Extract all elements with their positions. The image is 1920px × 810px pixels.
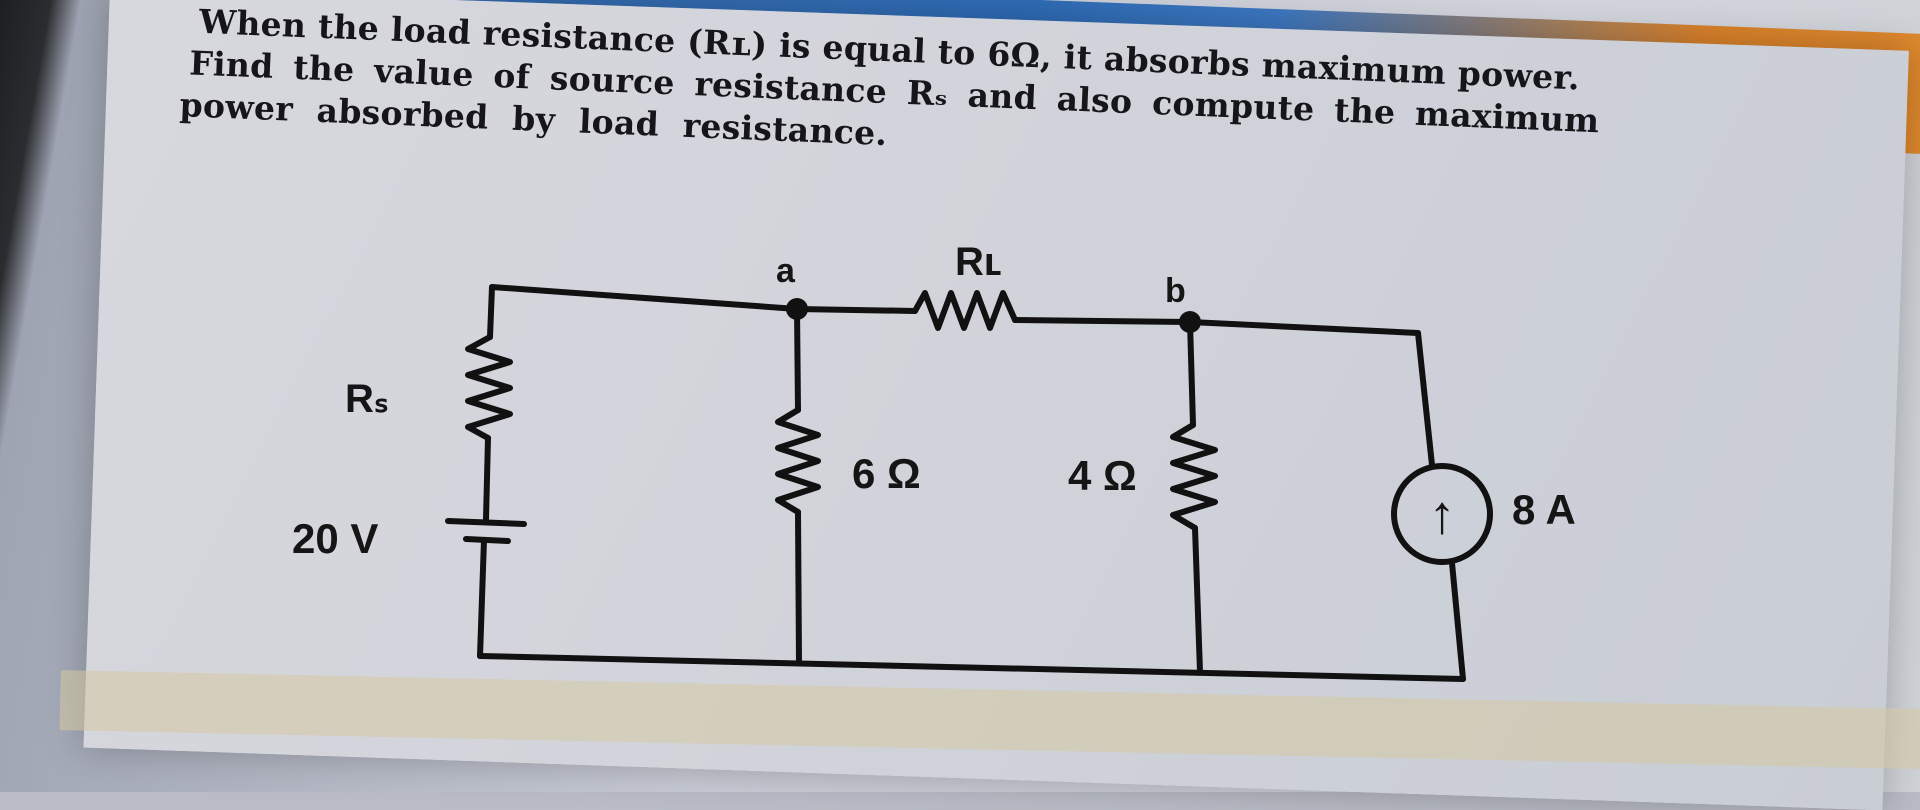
wire-right-top	[1415, 330, 1435, 468]
wire-rl-to-b	[1012, 317, 1193, 325]
label-voltage-source: 20 V	[292, 515, 378, 562]
wire-battery-to-bottom	[477, 537, 487, 659]
current-source-circle	[1391, 463, 1493, 565]
label-resistor-4ohm: 4 Ω	[1068, 452, 1137, 499]
wire-right-bottom	[1449, 560, 1466, 682]
wire-6ohm-top	[794, 306, 801, 413]
current-source-arrow-icon: ↑	[1429, 485, 1456, 545]
wire-4ohm-top	[1187, 319, 1196, 428]
resistor-6ohm	[775, 407, 821, 515]
node-a-dot	[786, 298, 808, 320]
label-node-b: b	[1165, 272, 1186, 310]
label-node-a: a	[776, 252, 796, 290]
wire-6ohm-bottom	[795, 509, 802, 666]
battery-long-plate	[445, 518, 527, 527]
wire-top-left	[489, 284, 800, 312]
label-resistor-6ohm: 6 Ω	[852, 450, 921, 497]
wire-left-top	[487, 284, 495, 340]
wire-b-to-right	[1187, 319, 1421, 336]
label-current-source: 8 A	[1512, 486, 1576, 533]
wire-rs-to-battery	[483, 435, 491, 522]
resistor-4ohm	[1170, 422, 1218, 531]
source-resistor	[465, 334, 513, 441]
wire-4ohm-bottom	[1192, 525, 1203, 675]
circuit-diagram: ↑ a b Rʟ Rₛ 20 V 6 Ω 4 Ω 8 A	[292, 240, 1576, 682]
load-resistor	[912, 290, 1018, 331]
wire-bottom	[477, 653, 1466, 682]
label-source-resistor: Rₛ	[345, 377, 389, 421]
wire-a-to-rl	[794, 306, 918, 314]
label-load-resistor: Rʟ	[955, 240, 1002, 284]
node-b-dot	[1179, 311, 1201, 333]
